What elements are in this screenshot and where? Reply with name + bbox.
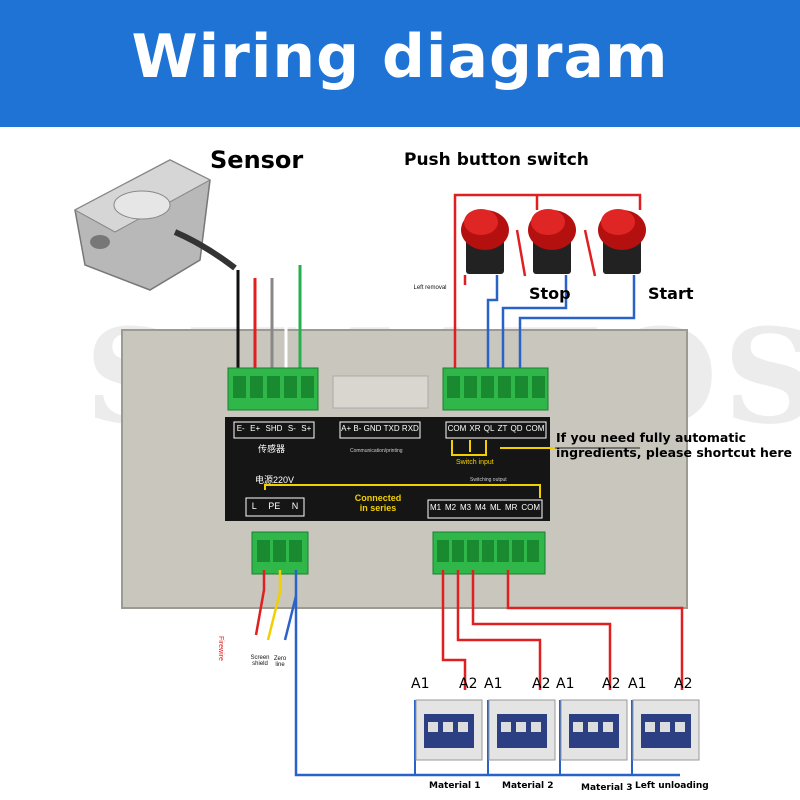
- screen-shield-label: Screen shield: [250, 655, 270, 667]
- connected-line-2: in series: [359, 503, 397, 513]
- contactor-4-label: Left unloading: [635, 781, 709, 791]
- load-cell-sensor: [73, 159, 237, 291]
- title-banner: Wiring diagram: [0, 0, 800, 127]
- power-terminals: L PE N: [246, 501, 304, 511]
- contactor-2-label: Material 2: [502, 781, 554, 791]
- contactor-1: [415, 699, 483, 761]
- comm-terminals: A+ B- GND TXD RXD: [340, 424, 420, 433]
- sensor-label: Sensor: [210, 146, 304, 174]
- terminal-label: L: [251, 501, 257, 511]
- terminal-label: COM: [447, 424, 467, 433]
- output-terminals: M1 M2 M3 M4 ML MR COM: [428, 503, 542, 512]
- note-line-1: If you need fully automatic: [556, 430, 747, 445]
- sensor-terminals: E- E+ SHD S- S+: [234, 424, 314, 433]
- terminal-label: B-: [353, 424, 362, 433]
- button-wires: [453, 193, 642, 400]
- contactor-2-a2: A2: [532, 676, 551, 692]
- contactor-4-a1: A1: [628, 676, 647, 692]
- power-wires: [254, 570, 680, 777]
- terminal-label: M3: [459, 503, 472, 512]
- output-wires: [441, 570, 684, 690]
- input-terminal-block: [442, 367, 549, 411]
- terminal-label: N: [291, 501, 299, 511]
- terminal-label: ZT: [497, 424, 508, 433]
- terminal-label: RXD: [401, 424, 419, 433]
- connected-in-series-label: Connected in series: [352, 493, 404, 513]
- terminal-label: MR: [505, 503, 518, 512]
- contactor-3-a2: A2: [602, 676, 621, 692]
- input-terminals: COM XR QL ZT QD COM: [446, 424, 546, 433]
- push-button-switch-label: Push button switch: [404, 150, 589, 170]
- terminal-label: E-: [236, 424, 245, 433]
- terminal-label: COM: [521, 503, 541, 512]
- output-terminal-block: [432, 531, 546, 575]
- note-line-2: ingredients, please shortcut here: [556, 445, 793, 460]
- series-connection: [264, 440, 555, 498]
- terminal-label: M1: [429, 503, 442, 512]
- terminal-label: GND: [363, 424, 382, 433]
- terminal-label: XR: [469, 424, 481, 433]
- comm-label: Communication/printing: [350, 448, 403, 454]
- terminal-label: QD: [510, 424, 523, 433]
- switch-output-label: Switching output: [470, 477, 507, 483]
- power-terminal-block: [251, 531, 309, 575]
- push-button-2: [528, 209, 576, 274]
- contactor-2: [488, 699, 556, 761]
- connected-line-1: Connected: [354, 493, 402, 503]
- terminal-label: S-: [287, 424, 296, 433]
- sensor-terminal-block: [227, 367, 319, 411]
- contactor-1-label: Material 1: [429, 781, 481, 791]
- terminal-label: TXD: [383, 424, 400, 433]
- sensor-cn-label: 传感器: [258, 444, 286, 454]
- stop-label: Stop: [529, 284, 571, 303]
- black-label-panel: [225, 417, 550, 521]
- terminal-label: ML: [490, 503, 502, 512]
- contactor-3-a1: A1: [556, 676, 575, 692]
- left-removal-label: Left removal: [413, 285, 447, 291]
- switch-input-label: Switch input: [456, 459, 494, 466]
- terminal-label: E+: [250, 424, 261, 433]
- terminal-label: M2: [444, 503, 457, 512]
- terminal-label: QL: [483, 424, 495, 433]
- contactor-1-a2: A2: [459, 676, 478, 692]
- terminal-label: COM: [525, 424, 545, 433]
- terminal-label: S+: [301, 424, 312, 433]
- terminal-label: PE: [268, 501, 281, 511]
- contactor-2-a1: A1: [484, 676, 503, 692]
- contactor-3-label: Material 3: [581, 783, 633, 793]
- zero-line-label: Zero line: [273, 656, 287, 668]
- terminal-label: M4: [474, 503, 487, 512]
- contactor-4-a2: A2: [674, 676, 693, 692]
- firewire-label: Firewire: [217, 636, 224, 661]
- push-button-3: [598, 209, 646, 274]
- terminal-label: SHD: [265, 424, 283, 433]
- terminal-label: A+: [341, 424, 352, 433]
- contactor-4: [632, 699, 700, 761]
- power-cn-label: 电源220V: [255, 475, 295, 485]
- contactor-3: [560, 699, 628, 761]
- contactor-1-a1: A1: [411, 676, 430, 692]
- start-label: Start: [648, 284, 694, 303]
- page-title: Wiring diagram: [131, 22, 669, 92]
- display-window: [332, 375, 429, 409]
- contactor-a1-wires: [414, 700, 633, 775]
- push-button-1: [461, 209, 509, 274]
